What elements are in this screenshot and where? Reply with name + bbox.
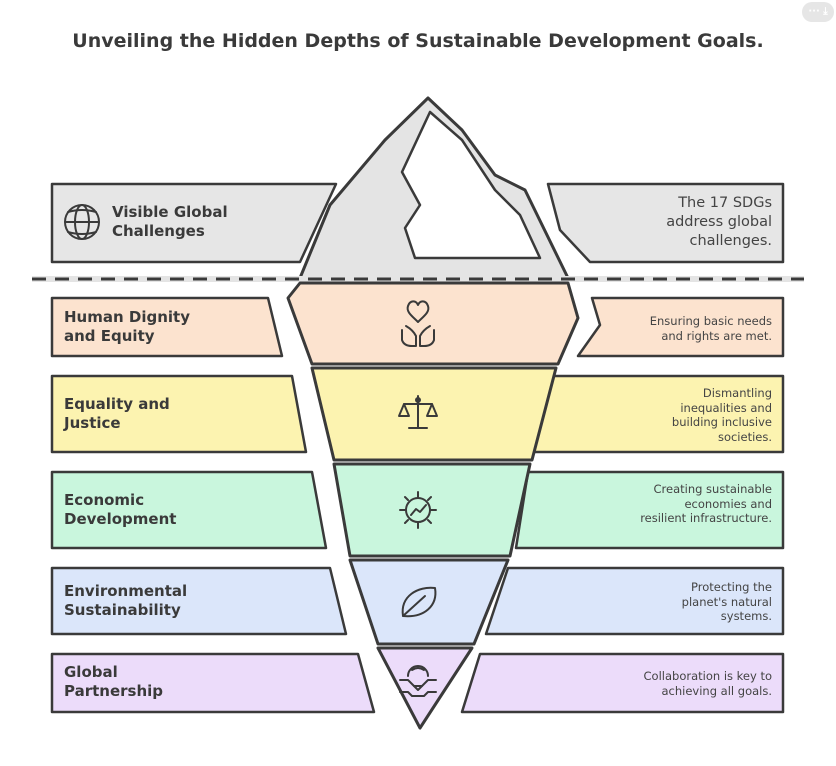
tier-desc-visible-global-challenges: The 17 SDGs address global challenges. bbox=[666, 195, 772, 249]
tier-desc-equality: Dismantling inequalities and building in… bbox=[671, 386, 772, 444]
globe-icon bbox=[64, 204, 100, 240]
tier-right-band-economic bbox=[514, 470, 785, 550]
tier-desc-economic: Creating sustainable economies and resil… bbox=[640, 482, 772, 525]
iceberg-tier-partnership bbox=[376, 646, 474, 730]
diagram-title: Unveiling the Hidden Depths of Sustainab… bbox=[72, 30, 764, 52]
scales-icon bbox=[398, 395, 438, 429]
iceberg-tier-human-dignity bbox=[286, 281, 580, 366]
tier-label-visible-global-challenges: Visible Global Challenges bbox=[112, 203, 228, 240]
heart-hands-icon bbox=[401, 300, 435, 347]
tier-left-band-human-dignity bbox=[50, 296, 284, 358]
leaf-icon bbox=[401, 586, 437, 618]
tier-label-economic: Economic Development bbox=[64, 491, 177, 528]
tier-label-partnership: Global Partnership bbox=[64, 663, 164, 700]
tier-left-band-environmental bbox=[50, 566, 348, 636]
tier-right-band-environmental bbox=[484, 566, 785, 636]
iceberg-tier-environmental bbox=[348, 558, 510, 646]
tier-desc-human-dignity: Ensuring basic needs and rights are met. bbox=[649, 314, 772, 343]
tier-right-band-visible-global-challenges bbox=[546, 182, 785, 264]
tier-right-band-partnership bbox=[460, 652, 785, 714]
iceberg-tier-equality bbox=[310, 366, 558, 462]
tier-label-equality: Equality and Justice bbox=[64, 395, 170, 432]
gear-chart-icon bbox=[399, 491, 437, 529]
tier-left-band-visible-global-challenges bbox=[50, 182, 338, 264]
tier-label-environmental: Environmental Sustainability bbox=[64, 582, 188, 619]
tier-label-human-dignity: Human Dignity and Equity bbox=[64, 308, 190, 345]
tier-right-band-human-dignity bbox=[576, 296, 785, 358]
tier-desc-environmental: Protecting the planet's natural systems. bbox=[681, 580, 772, 623]
more-menu-button[interactable]: ··· ⤓ bbox=[802, 2, 834, 22]
tier-desc-partnership: Collaboration is key to achieving all go… bbox=[643, 669, 772, 698]
tier-left-band-partnership bbox=[50, 652, 376, 714]
handshake-globe-icon bbox=[399, 665, 437, 697]
iceberg-snow-highlight bbox=[400, 110, 542, 260]
tier-left-band-economic bbox=[50, 470, 328, 550]
tier-left-band-equality bbox=[50, 374, 308, 454]
